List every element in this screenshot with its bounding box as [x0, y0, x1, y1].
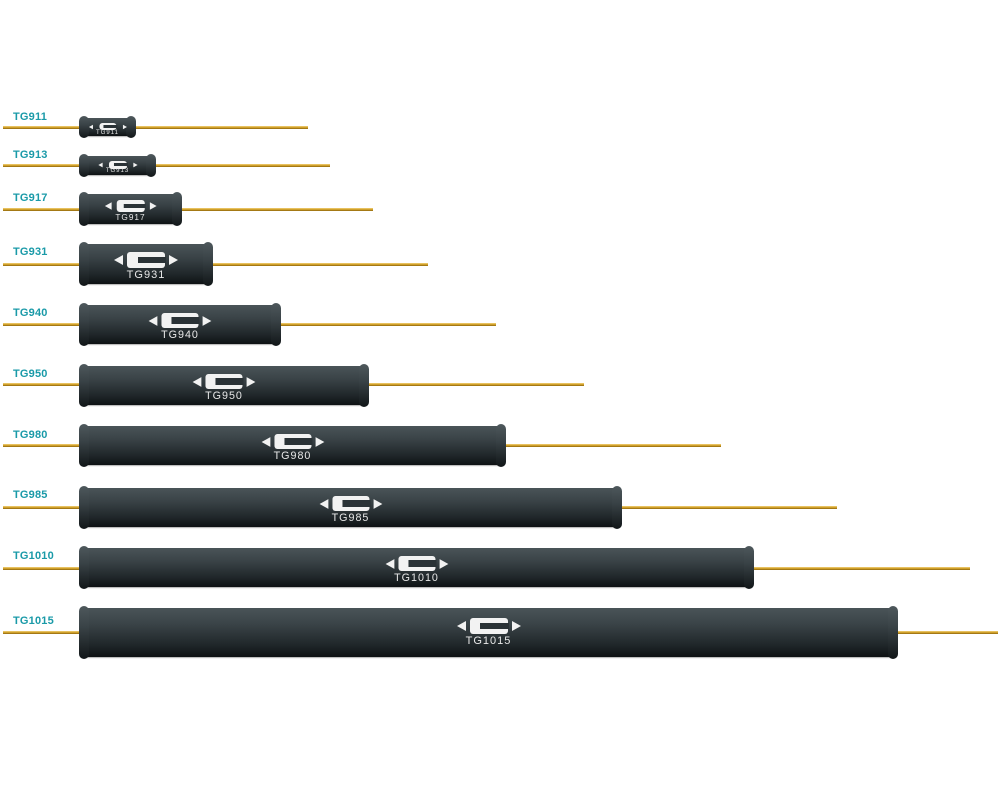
end-cap [79, 116, 89, 138]
model-marking: TG950 [205, 390, 243, 403]
model-label: TG1010 [13, 550, 54, 562]
c-logo-icon [385, 555, 448, 572]
end-cap [271, 303, 281, 346]
model-marking: TG985 [331, 512, 370, 525]
model-marking: TG931 [126, 269, 166, 281]
model-label: TG985 [13, 489, 48, 501]
model-marking: TG917 [115, 213, 146, 222]
c-logo-icon [95, 160, 139, 170]
end-cap [359, 364, 369, 407]
c-logo-icon [192, 373, 256, 390]
end-cap [172, 192, 182, 226]
model-marking: TG940 [161, 329, 199, 342]
model-label: TG913 [13, 149, 48, 161]
resistor-body: TG931 [79, 242, 213, 286]
end-cap [79, 192, 89, 226]
resistor-body: TG985 [79, 486, 622, 529]
end-cap [79, 424, 89, 467]
model-marking: TG913 [105, 168, 130, 175]
end-cap [496, 424, 506, 467]
end-cap [203, 242, 213, 286]
model-label: TG950 [13, 368, 48, 380]
resistor-body: TG917 [79, 192, 182, 226]
model-label: TG940 [13, 307, 48, 319]
end-cap [126, 116, 136, 138]
model-marking: TG911 [96, 129, 119, 136]
c-logo-icon [114, 252, 178, 268]
resistor-body: TG913 [79, 154, 156, 177]
wire-lead [3, 164, 330, 167]
end-cap [79, 303, 89, 346]
resistor-body: TG950 [79, 364, 369, 407]
c-logo-icon [261, 433, 324, 450]
wire-lead [3, 126, 308, 129]
c-logo-icon [148, 312, 212, 329]
resistor-body: TG980 [79, 424, 506, 467]
model-label: TG980 [13, 429, 48, 441]
end-cap [744, 546, 754, 589]
end-cap [79, 486, 89, 529]
model-marking: TG1010 [394, 572, 439, 585]
end-cap [79, 154, 89, 177]
end-cap [79, 364, 89, 407]
c-logo-icon [103, 200, 158, 212]
end-cap [146, 154, 156, 177]
c-logo-icon [319, 495, 382, 512]
model-label: TG1015 [13, 615, 54, 627]
model-label: TG917 [13, 192, 48, 204]
model-label: TG911 [13, 111, 48, 123]
resistor-body: TG940 [79, 303, 281, 346]
model-label: TG931 [13, 246, 48, 258]
end-cap [888, 606, 898, 659]
model-marking: TG980 [273, 450, 312, 463]
end-cap [79, 546, 89, 589]
end-cap [79, 606, 89, 659]
c-logo-icon [456, 617, 521, 634]
c-logo-icon [86, 122, 129, 132]
wire-lead [3, 263, 428, 266]
model-marking: TG1015 [465, 634, 512, 647]
end-cap [79, 242, 89, 286]
resistor-body: TG1015 [79, 606, 898, 659]
wire-lead [3, 208, 373, 211]
resistor-body: TG911 [79, 116, 136, 138]
end-cap [612, 486, 622, 529]
resistor-body: TG1010 [79, 546, 754, 589]
